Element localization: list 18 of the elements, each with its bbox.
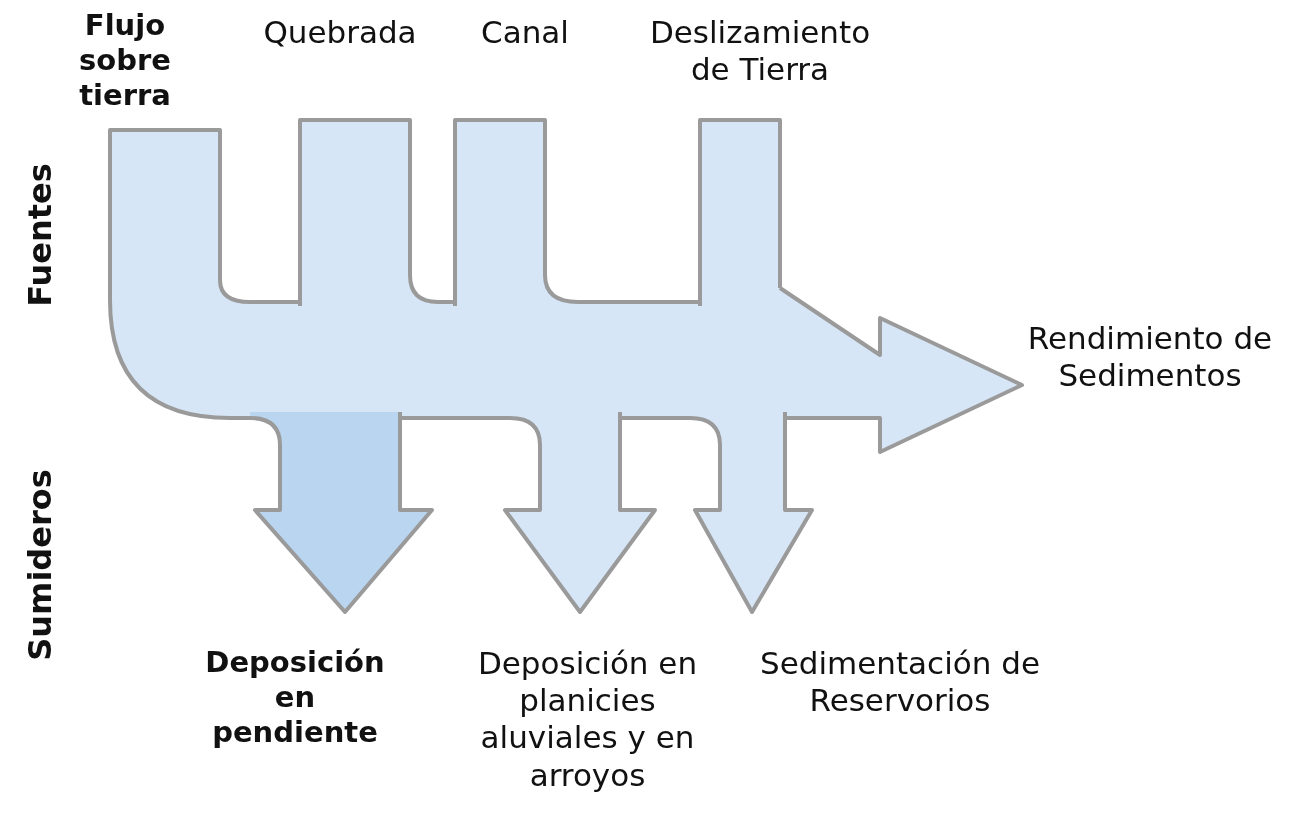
flow-arrow xyxy=(248,410,434,614)
flow-arrow xyxy=(108,128,252,420)
flow-label: Canal xyxy=(450,14,600,52)
flow-label: Quebrada xyxy=(240,14,440,52)
flow-arrow xyxy=(698,118,782,308)
flow-label: Sedimentación de Reservorios xyxy=(760,645,1040,720)
flow-arrow xyxy=(453,118,580,308)
flow-arrow xyxy=(688,410,814,614)
flow-label: Deposición en pendiente xyxy=(195,645,395,750)
flow-arrow xyxy=(778,286,1024,454)
flow-label: Deposición en planicies aluviales y en arroyos xyxy=(455,645,720,794)
section-label: Fuentes xyxy=(21,163,59,307)
flow-label: Rendimiento de Sedimentos xyxy=(1015,320,1285,395)
flow-arrow xyxy=(503,410,657,614)
flow-label: Deslizamiento de Tierra xyxy=(630,14,890,89)
flow-label: Flujo sobre tierra xyxy=(40,8,210,113)
section-label: Sumideros xyxy=(21,469,59,661)
flow-arrow xyxy=(298,118,440,308)
